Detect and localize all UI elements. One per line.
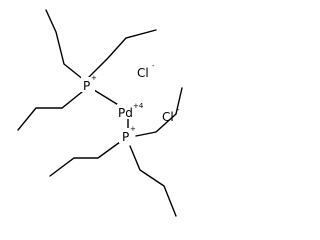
atom-cl-2-charge: - — [177, 106, 180, 114]
atom-cl-1-charge: - — [152, 62, 155, 70]
atom-p-bottom-symbol: P — [122, 130, 129, 144]
atom-cl-1-symbol: Cl — [137, 66, 149, 80]
atom-pd-charge: +4 — [133, 102, 144, 110]
bottom-propyl-chain-lower — [129, 145, 177, 217]
atom-p-bottom-charge: + — [130, 125, 136, 133]
top-propyl-chain-lower-left — [17, 91, 83, 131]
atom-pd: Pd +4 — [117, 102, 147, 120]
atom-p-bottom: P + — [119, 125, 136, 144]
atom-cl-2-symbol: Cl — [162, 110, 174, 124]
atom-p-top-charge: + — [91, 74, 97, 82]
atom-p-top: P + — [81, 74, 97, 93]
bottom-propyl-chain-left — [49, 141, 121, 177]
bottom-propyl-chain-right — [135, 87, 183, 137]
structure-diagram: P + Pd +4 P + Cl - Cl - — [17, 9, 183, 217]
top-propyl-chain-upper-right — [87, 29, 157, 79]
atom-p-top-symbol: P — [83, 79, 90, 93]
bond-p-top-pd — [93, 89, 121, 107]
atom-cl-1: Cl - — [137, 62, 155, 80]
top-propyl-chain-upper-left — [45, 9, 85, 81]
atom-cl-2: Cl - — [162, 106, 180, 124]
atom-pd-symbol: Pd — [118, 106, 133, 120]
